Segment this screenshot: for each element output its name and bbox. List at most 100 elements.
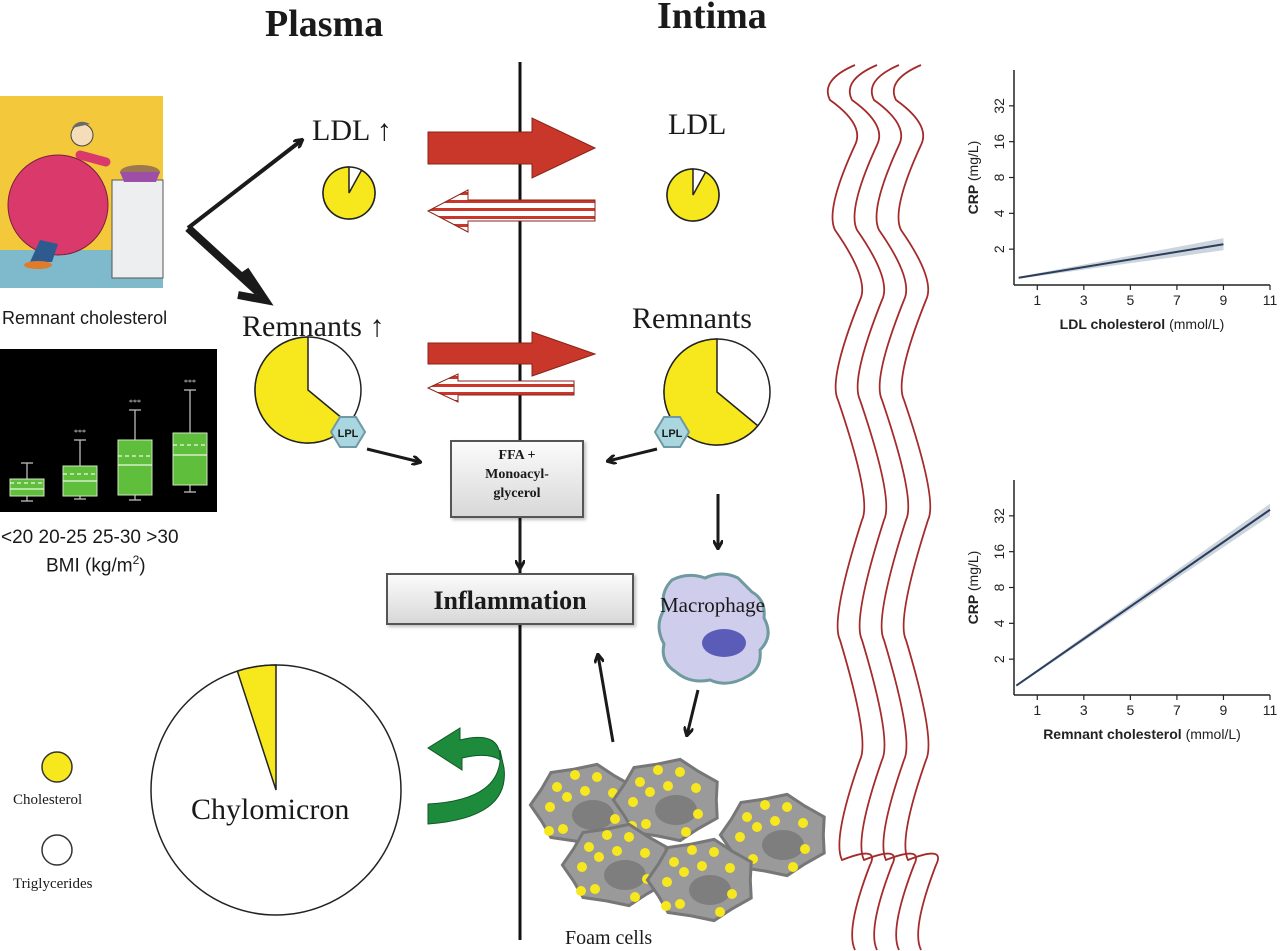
lipid-droplet: [635, 777, 645, 787]
significance-marker: ***: [129, 398, 141, 407]
y-tick-label: 2: [991, 245, 1007, 253]
chylomicron-particle: [150, 664, 402, 916]
lipid-droplet: [715, 907, 725, 917]
y-axis-label: CRP (mg/L): [965, 141, 981, 215]
lipid-droplet: [687, 845, 697, 855]
regression-line: [1018, 243, 1224, 279]
remnants-plasma-label: Remnants ↑: [242, 310, 385, 343]
lipid-droplet: [610, 814, 620, 824]
bmi-boxplot-svg: *********: [9, 378, 208, 502]
vessel-wall-line: [870, 64, 917, 951]
cartoon-caption: Remnant cholesterol: [2, 308, 168, 328]
y-tick-label: 8: [991, 583, 1007, 591]
lipid-droplet: [788, 862, 798, 872]
remnant-intima-cholesterol: [663, 338, 759, 446]
bmi-axis-label: BMI (kg/m2): [46, 553, 146, 577]
lipid-droplet: [577, 862, 587, 872]
lipid-droplet: [545, 802, 555, 812]
lipid-droplet: [760, 800, 770, 810]
ldl-plasma-label: LDL ↑: [312, 114, 392, 147]
significance-marker: ***: [74, 428, 86, 437]
bmi-cat-2: 25-30: [92, 527, 142, 548]
y-tick-label: 8: [991, 173, 1007, 181]
foam-cell-cluster: [528, 757, 826, 923]
intima-header: Intima: [657, 0, 767, 37]
lipid-droplet: [628, 797, 638, 807]
ldl-efflux-arrow: [426, 189, 596, 233]
vessel-wall-line: [892, 64, 939, 951]
lipid-droplet: [697, 861, 707, 871]
lipid-droplet: [584, 842, 594, 852]
x-tick-label: 11: [1263, 702, 1278, 718]
foam-cell-nucleus: [689, 875, 731, 905]
lipid-droplet: [653, 765, 663, 775]
vessel-wall-line: [826, 64, 873, 951]
lpl-label: LPL: [662, 428, 683, 440]
lipid-droplet: [624, 832, 634, 842]
lipid-droplet: [641, 819, 651, 829]
macrophage-label: Macrophage: [660, 593, 765, 617]
lipid-droplet: [798, 818, 808, 828]
arrow-lpl-to-ffa: [366, 447, 420, 462]
vessel-wall-line: [848, 64, 895, 951]
bmi-cat-1: 20-25: [38, 527, 88, 548]
lipid-droplet: [661, 901, 671, 911]
lipid-droplet: [592, 772, 602, 782]
ldl-intima-particle: [666, 168, 720, 222]
lipid-droplet: [742, 812, 752, 822]
lipid-droplet: [580, 786, 590, 796]
arrow-macrophage-to-foam: [687, 689, 700, 735]
lipid-droplet: [662, 877, 672, 887]
foam-cell-nucleus: [762, 830, 804, 860]
bmi-label-sup: 2: [132, 553, 140, 567]
remnant-intima-particle: [663, 338, 771, 446]
foam-cell-nucleus: [604, 860, 646, 890]
lipid-droplet: [725, 863, 735, 873]
lipid-droplet: [681, 827, 691, 837]
y-tick-label: 32: [991, 508, 1007, 524]
x-tick-label: 7: [1173, 702, 1181, 718]
x-tick-label: 3: [1080, 292, 1088, 308]
y-tick-label: 32: [991, 98, 1007, 114]
x-tick-label: 5: [1126, 702, 1134, 718]
arrow-to-ldl: [186, 140, 302, 230]
y-tick-label: 4: [991, 209, 1007, 217]
remnant-plasma-particle: [254, 336, 362, 444]
recycle-arrow-head: [427, 727, 501, 771]
chylomicron-label: Chylomicron: [191, 793, 350, 826]
lipid-droplet: [752, 822, 762, 832]
lipid-droplet: [727, 889, 737, 899]
legend-triglycerides-label: Triglycerides: [13, 876, 93, 892]
box-0: [9, 478, 45, 497]
lpl-label: LPL: [338, 428, 359, 440]
ldl-intima-label: LDL: [668, 108, 727, 141]
y-tick-label: 16: [991, 134, 1007, 150]
y-axis-label: CRP (mg/L): [965, 551, 981, 625]
box-2: [117, 439, 153, 496]
remnant-efflux-arrow: [426, 373, 575, 403]
legend-cholesterol-swatch: [41, 751, 73, 783]
lipid-droplet: [594, 852, 604, 862]
ldl-intima-cholesterol: [666, 168, 720, 222]
ffa-line2: Monoacyl-: [485, 467, 549, 482]
lipid-droplet: [691, 783, 701, 793]
x-tick-label: 9: [1220, 292, 1228, 308]
bmi-label-suffix: ): [139, 555, 146, 577]
lipid-droplet: [709, 847, 719, 857]
foam-cell-nucleus: [572, 800, 614, 830]
lipid-droplet: [663, 781, 673, 791]
lipid-droplet: [544, 826, 554, 836]
obese-man-cartoon: [0, 96, 164, 288]
arrow-foam-to-inflammation: [598, 655, 615, 743]
lipid-droplet: [562, 792, 572, 802]
bmi-boxplot: *********: [0, 349, 217, 512]
chylomicron-cholesterol: [236, 664, 277, 791]
x-axis-label: Remnant cholesterol (mmol/L): [1043, 726, 1241, 742]
box-3: [172, 432, 208, 486]
inflammation-box: Inflammation: [386, 573, 634, 625]
legend-triglycerides-swatch: [41, 834, 73, 866]
remnants-intima-label: Remnants: [632, 302, 752, 335]
lipid-droplet: [552, 782, 562, 792]
